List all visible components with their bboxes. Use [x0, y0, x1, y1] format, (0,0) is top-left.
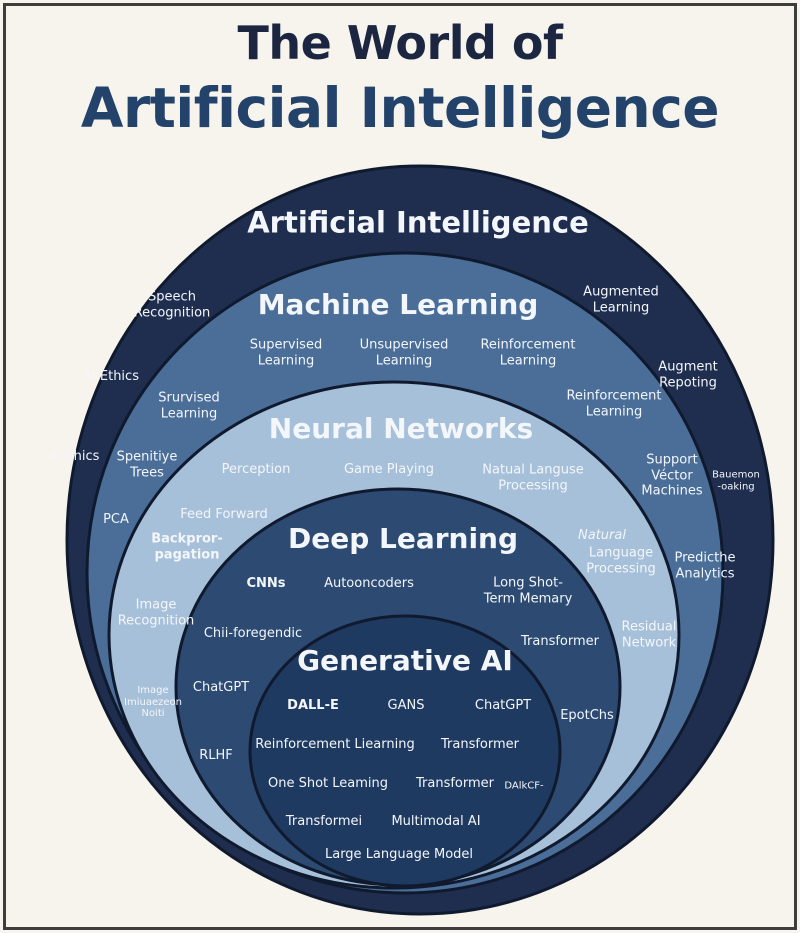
label-bauemon-oaking: Bauemon-oaking	[712, 469, 760, 493]
label-transformer-gen-1: Transformer	[440, 737, 520, 753]
label-rlhf: RLHF	[199, 748, 233, 764]
label-natural: Natural	[578, 528, 626, 544]
heading-artificial-intelligence: Artificial Intelligence	[247, 205, 589, 240]
label-feed-forward: Feed Forward	[180, 507, 268, 523]
title-line-2: Artificial Intelligence	[80, 76, 720, 140]
ring-generative-ai	[248, 614, 562, 888]
label-ai-ehics: AI Ehics	[48, 449, 100, 465]
heading-generative-ai: Generative AI	[297, 644, 513, 678]
label-perception: Perception	[221, 462, 291, 478]
label-reinforcement-liearning: Reinforcement Liearning	[255, 737, 415, 753]
label-one-shot-learning: One Shot Leaming	[267, 776, 389, 792]
label-pca: PCA	[103, 512, 129, 528]
title-line-1: The World of	[237, 16, 563, 70]
label-transformer-deep: Transformer	[520, 634, 600, 650]
label-game-playing: Game Playing	[343, 462, 435, 478]
label-cnns: CNNs	[246, 576, 286, 592]
label-multimodal-ai: Multimodal AI	[391, 814, 481, 830]
label-chii-foregendic: Chii-foregendic	[203, 626, 303, 642]
label-backpropagation: Backpror-pagation	[151, 531, 223, 562]
label-epotchs: EpotChs	[560, 708, 614, 724]
label-autooncoders: Autooncoders	[324, 576, 414, 592]
label-gans: GANS	[387, 698, 425, 714]
heading-neural-networks: Neural Networks	[268, 412, 534, 446]
heading-machine-learning: Machine Learning	[257, 288, 539, 322]
heading-deep-learning: Deep Learning	[287, 522, 519, 556]
label-dalkcf: DAlkCF-	[504, 780, 544, 792]
label-large-language-model: Large Language Model	[324, 847, 474, 863]
label-transformer-gen-2: Transformer	[415, 776, 495, 792]
label-ai-ethics: AI Ethics	[83, 369, 139, 385]
label-chatgpt-gen: ChatGPT	[474, 698, 532, 714]
label-chatgpt-deep: ChatGPT	[192, 680, 250, 696]
label-long-short-term-memory: Long Shot-Term Memary	[483, 575, 573, 606]
label-transformei: Transformei	[285, 814, 363, 830]
label-dall-e: DALL-E	[287, 698, 339, 714]
